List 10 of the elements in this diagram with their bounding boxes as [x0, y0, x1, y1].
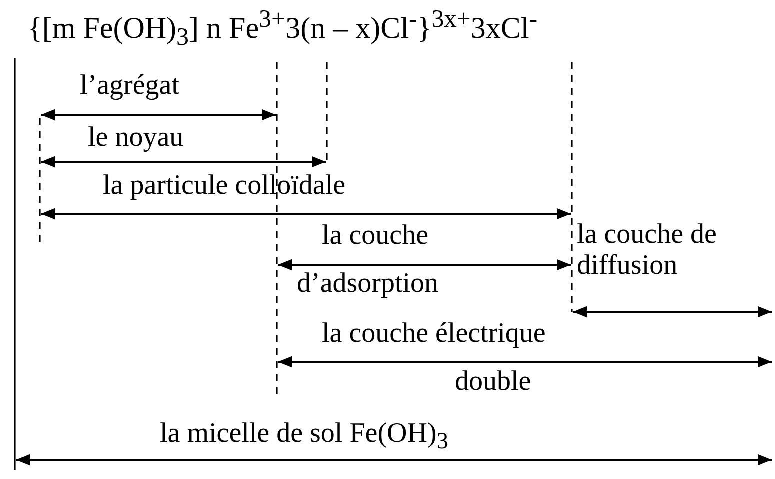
- span-label: le noyau: [88, 122, 184, 154]
- span-label: la couche de diffusion: [577, 220, 718, 282]
- span-label: la particule colloïdale: [103, 170, 346, 202]
- span-label: d’adsorption: [297, 268, 439, 300]
- span-label: la micelle de sol Fe(OH)$_{3}$: [160, 418, 448, 456]
- formula-text: {[m Fe(OH)$_{3}$] n Fe$^{3+}$3(n – x)Cl$^{-}$}$^{3x+}$3xCl$^{-}$: [28, 6, 538, 53]
- span-label: la couche électrique: [322, 318, 546, 350]
- span-label: double: [455, 366, 532, 398]
- span-label: l’agrégat: [80, 70, 180, 102]
- span-label: la couche: [322, 220, 428, 252]
